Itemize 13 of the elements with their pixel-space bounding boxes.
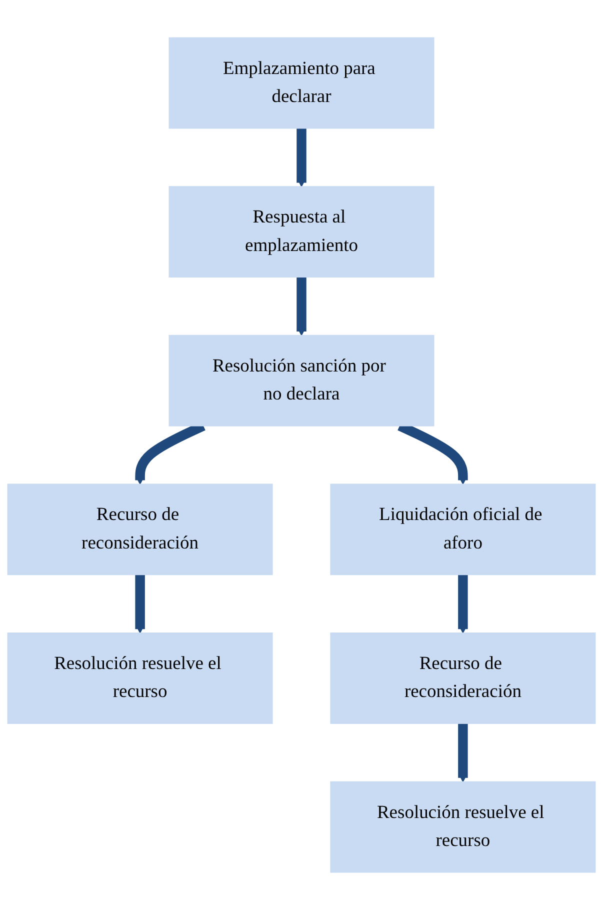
node-box: Resolución resuelve el recurso: [330, 781, 596, 873]
node-box: Resolución sanción por no declara: [168, 334, 434, 426]
node-box: Recurso de reconsideración: [330, 632, 596, 724]
node-box: Emplazamiento para declarar: [168, 37, 434, 129]
node-box: Resolución resuelve el recurso: [7, 632, 273, 724]
arrow: [458, 723, 468, 782]
arrow: [296, 277, 306, 336]
node-box: Liquidación oficial de aforo: [330, 484, 596, 576]
arrow: [135, 574, 145, 634]
node-box: Recurso de reconsideración: [7, 484, 273, 576]
arrow: [296, 128, 306, 187]
arrow: [458, 574, 468, 634]
node-box: Respuesta al emplazamiento: [168, 186, 434, 278]
